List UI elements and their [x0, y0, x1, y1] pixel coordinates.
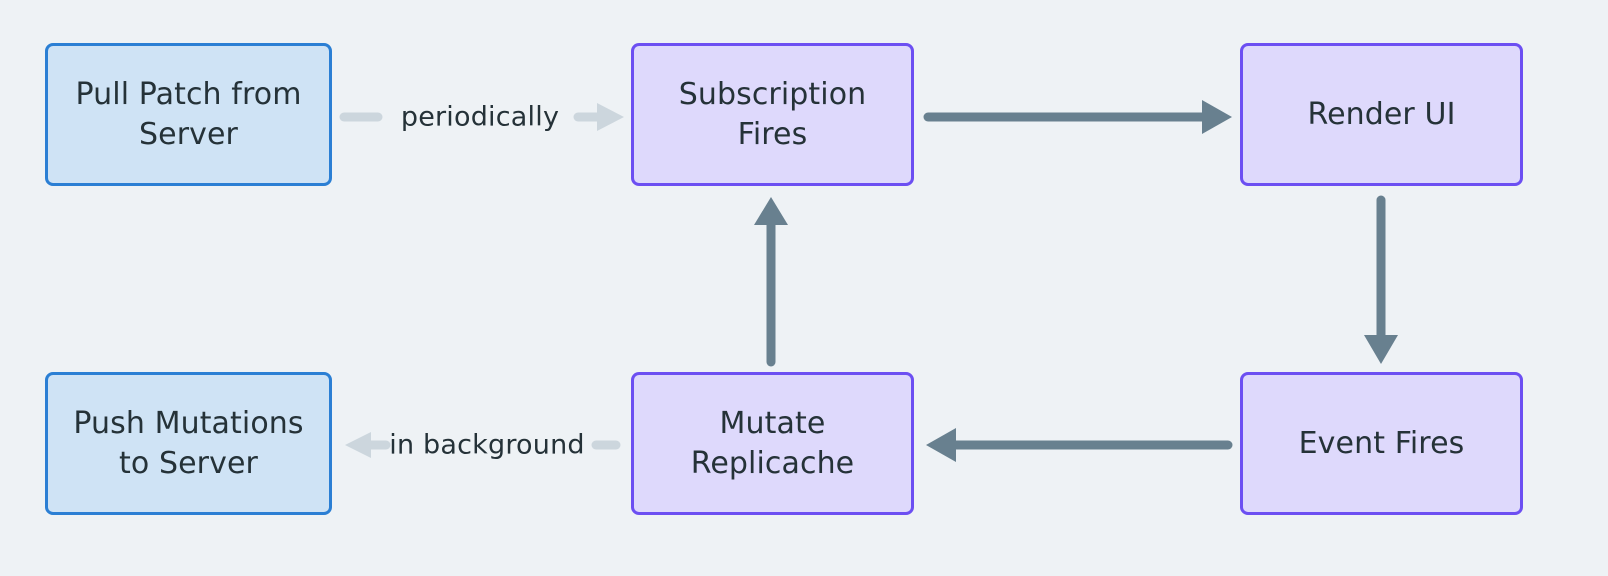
node-label-event-fires: Event Fires [1298, 425, 1465, 461]
edge-subscription-to-render [923, 100, 1232, 134]
edge-label-periodically: periodically [400, 101, 560, 133]
edge-render-to-event [1364, 195, 1398, 364]
node-render-ui[interactable]: Render UI [1240, 43, 1523, 186]
node-label-render-ui: Render UI [1307, 96, 1456, 132]
node-label-pull-patch-from-server: Pull Patch from Server [75, 76, 302, 152]
node-subscription-fires[interactable]: Subscription Fires [631, 43, 914, 186]
node-event-fires[interactable]: Event Fires [1240, 372, 1523, 515]
node-label-subscription-fires: Subscription Fires [678, 76, 867, 152]
edge-mutate-to-subscription [754, 197, 788, 367]
node-label-mutate-replicache: Mutate Replicache [690, 405, 855, 481]
node-label-push-mutations-to-server: Push Mutations to Server [73, 405, 304, 481]
node-push-mutations-to-server[interactable]: Push Mutations to Server [45, 372, 332, 515]
edge-label-in-background: in background [389, 429, 585, 461]
node-pull-patch-from-server[interactable]: Pull Patch from Server [45, 43, 332, 186]
node-mutate-replicache[interactable]: Mutate Replicache [631, 372, 914, 515]
edge-event-to-mutate [926, 428, 1233, 462]
